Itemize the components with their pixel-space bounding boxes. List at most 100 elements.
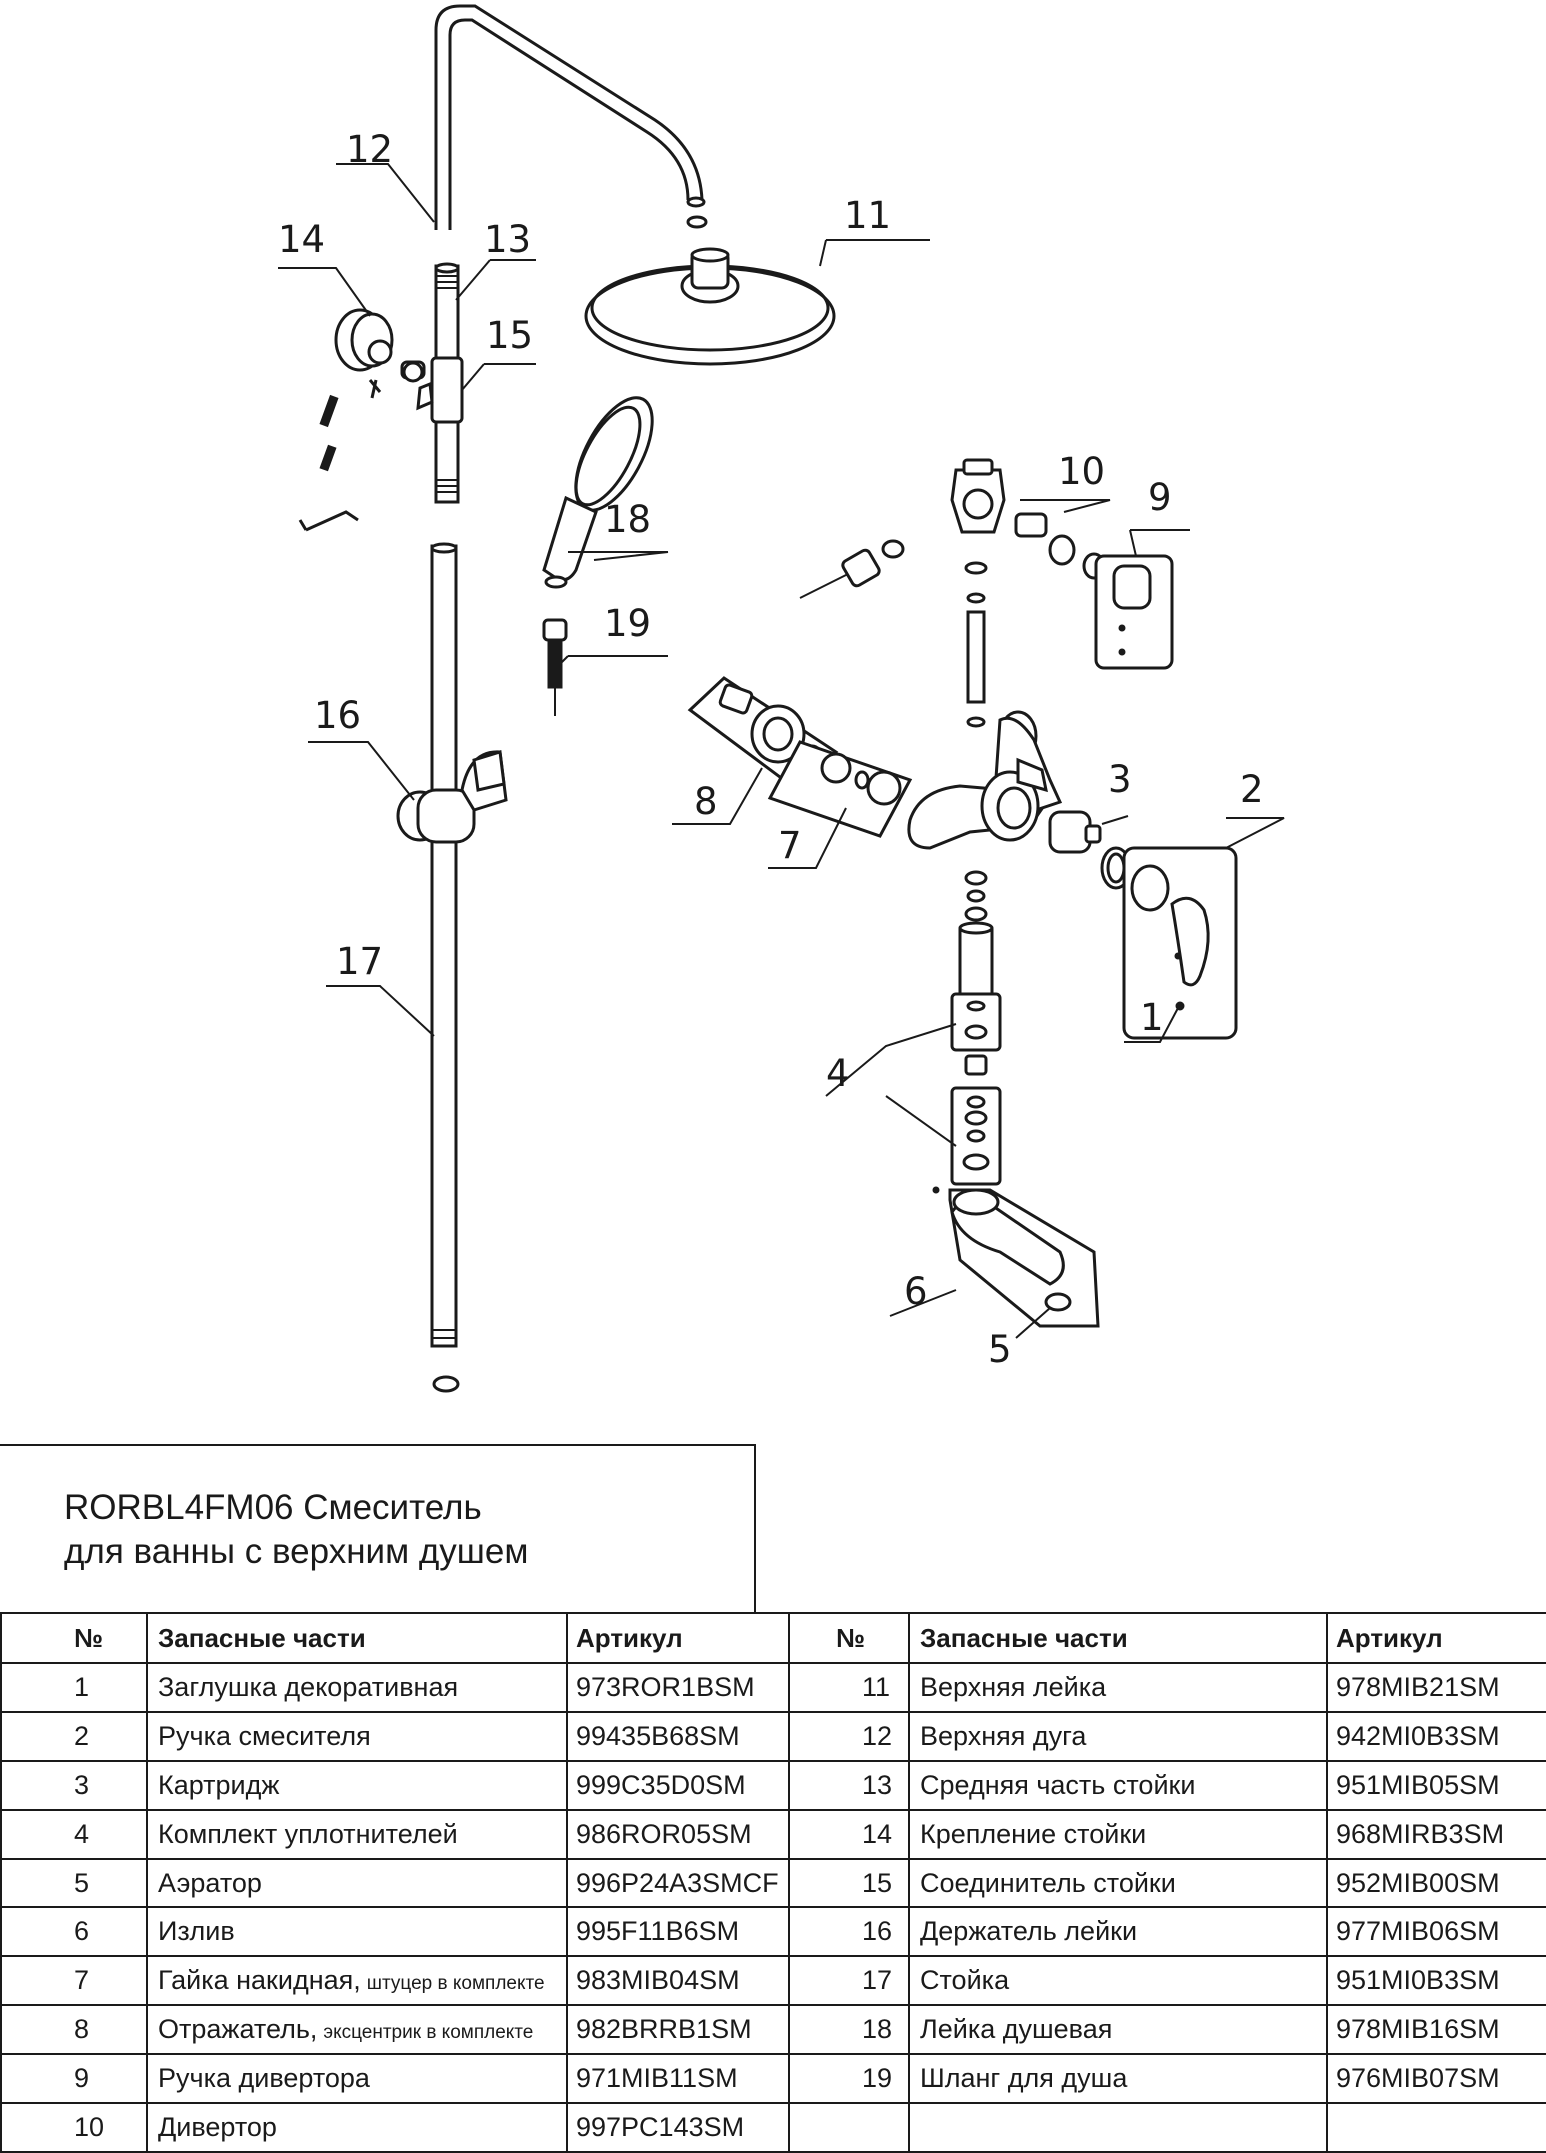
part-num: 2 — [0, 1710, 148, 1762]
callout-9: 9 — [1148, 476, 1172, 519]
mixer-body — [907, 710, 1063, 850]
part-article: 952MIB00SM — [1326, 1857, 1546, 1909]
part-name: Ручка смесителя — [146, 1710, 568, 1762]
callout-17: 17 — [336, 940, 383, 983]
part-name-text: Комплект уплотнителей — [158, 1818, 458, 1849]
part-name-text: Аэратор — [158, 1867, 262, 1898]
part-article: 973ROR1BSM — [566, 1662, 790, 1713]
title-box: RORBL4FM06 Смеситель для ванны с верхним… — [0, 1444, 756, 1612]
part-11-overhead-shower — [584, 247, 836, 366]
callout-15: 15 — [486, 314, 533, 357]
callout-4: 4 — [826, 1052, 850, 1095]
part-9-diverter-handle — [1094, 554, 1174, 670]
part-name-text: Ручка смесителя — [158, 1720, 371, 1751]
part-name: Отражатель,эксцентрик в комплекте — [146, 2004, 568, 2056]
part-article: 982BRRB1SM — [566, 2004, 790, 2056]
callout-8: 8 — [694, 780, 718, 823]
part-article: 978MIB21SM — [1326, 1662, 1546, 1713]
spare-parts-table: № Запасные части Артикул № Запасные част… — [0, 1612, 1546, 2153]
part-19-hose — [542, 618, 568, 716]
part-name: Верхняя лейка — [908, 1662, 1328, 1713]
part-num: 1 — [0, 1662, 148, 1713]
part-10-diverter — [950, 458, 1106, 728]
part-num: 5 — [0, 1857, 148, 1909]
callout-16: 16 — [314, 694, 361, 737]
callout-labels: 12 14 13 15 11 18 19 10 9 16 17 8 7 3 2 … — [278, 128, 1264, 1371]
part-num: 9 — [0, 2053, 148, 2105]
part-name: Шланг для душа — [908, 2053, 1328, 2105]
callout-6: 6 — [904, 1270, 928, 1313]
part-17-shower-rail — [430, 542, 460, 1393]
leader-lines — [278, 163, 1285, 1339]
part-name: Крепление стойки — [908, 1808, 1328, 1860]
part-name-text: Отражатель, — [158, 2014, 318, 2045]
part-article: 968MIRB3SM — [1326, 1808, 1546, 1860]
part-name: Картридж — [146, 1759, 568, 1811]
part-article: 978MIB16SM — [1326, 2004, 1546, 2056]
part-num: 4 — [0, 1808, 148, 1860]
part-name: Стойка — [908, 1955, 1328, 2007]
part-article: 951MI0B3SM — [1326, 1955, 1546, 2007]
part-12-upper-arc — [434, 4, 708, 230]
part-name: Верхняя дуга — [908, 1710, 1328, 1762]
part-article: 995F11B6SM — [566, 1906, 790, 1958]
part-num: 12 — [788, 1710, 910, 1762]
part-name-text: Излив — [158, 1916, 235, 1947]
part-16-handset-holder — [396, 750, 508, 844]
part-num: 13 — [788, 1759, 910, 1811]
part-num: 3 — [0, 1759, 148, 1811]
part-2-mixer-handle — [1122, 846, 1238, 1040]
part-num: 15 — [788, 1857, 910, 1909]
part-name: Излив — [146, 1906, 568, 1958]
callout-3: 3 — [1108, 758, 1132, 801]
product-title-line-1: RORBL4FM06 Смеситель — [64, 1488, 482, 1527]
part-name: Аэратор — [146, 1857, 568, 1909]
product-title: RORBL4FM06 Смеситель для ванны с верхним… — [64, 1486, 528, 1574]
part-7-union-nut — [767, 740, 913, 838]
header-num-left: № — [0, 1612, 148, 1664]
part-article: 99435B68SM — [566, 1710, 790, 1762]
part-num: 19 — [788, 2053, 910, 2105]
part-num: 16 — [788, 1906, 910, 1958]
part-name: Держатель лейки — [908, 1906, 1328, 1958]
part-5-aerator — [1044, 1292, 1072, 1312]
part-article: 983MIB04SM — [566, 1955, 790, 2007]
part-article: 951MIB05SM — [1326, 1759, 1546, 1811]
callout-2: 2 — [1240, 768, 1264, 811]
part-3-cartridge — [1048, 810, 1132, 890]
callout-12: 12 — [346, 128, 393, 171]
part-name: Средняя часть стойки — [908, 1759, 1328, 1811]
callout-1: 1 — [1140, 996, 1164, 1039]
part-4-seal-kit — [950, 870, 1002, 1186]
part-6-spout — [932, 1186, 1100, 1328]
part-name: Заглушка декоративная — [146, 1662, 568, 1713]
part-article: 942MI0B3SM — [1326, 1710, 1546, 1762]
part-article: 977MIB06SM — [1326, 1906, 1546, 1958]
part-name-text: Ручка дивертора — [158, 2063, 370, 2094]
part-article: 999C35D0SM — [566, 1759, 790, 1811]
part-article: 986ROR05SM — [566, 1808, 790, 1860]
part-num: 18 — [788, 2004, 910, 2056]
part-num: 17 — [788, 1955, 910, 2007]
header-name-right: Запасные части — [908, 1612, 1328, 1664]
part-name: Ручка дивертора — [146, 2053, 568, 2105]
header-article-right: Артикул — [1326, 1612, 1546, 1664]
product-title-line-2: для ванны с верхним душем — [64, 1532, 529, 1571]
part-article — [1326, 2102, 1546, 2153]
part-num: 11 — [788, 1662, 910, 1713]
callout-11: 11 — [844, 194, 891, 237]
callout-7: 7 — [778, 824, 802, 867]
part-name: Дивертор — [146, 2102, 568, 2153]
callout-14: 14 — [278, 218, 325, 261]
callout-18: 18 — [604, 498, 651, 541]
part-num: 6 — [0, 1906, 148, 1958]
part-num — [788, 2102, 910, 2153]
part-15-rod-connector — [400, 356, 464, 424]
callout-19: 19 — [604, 602, 651, 645]
